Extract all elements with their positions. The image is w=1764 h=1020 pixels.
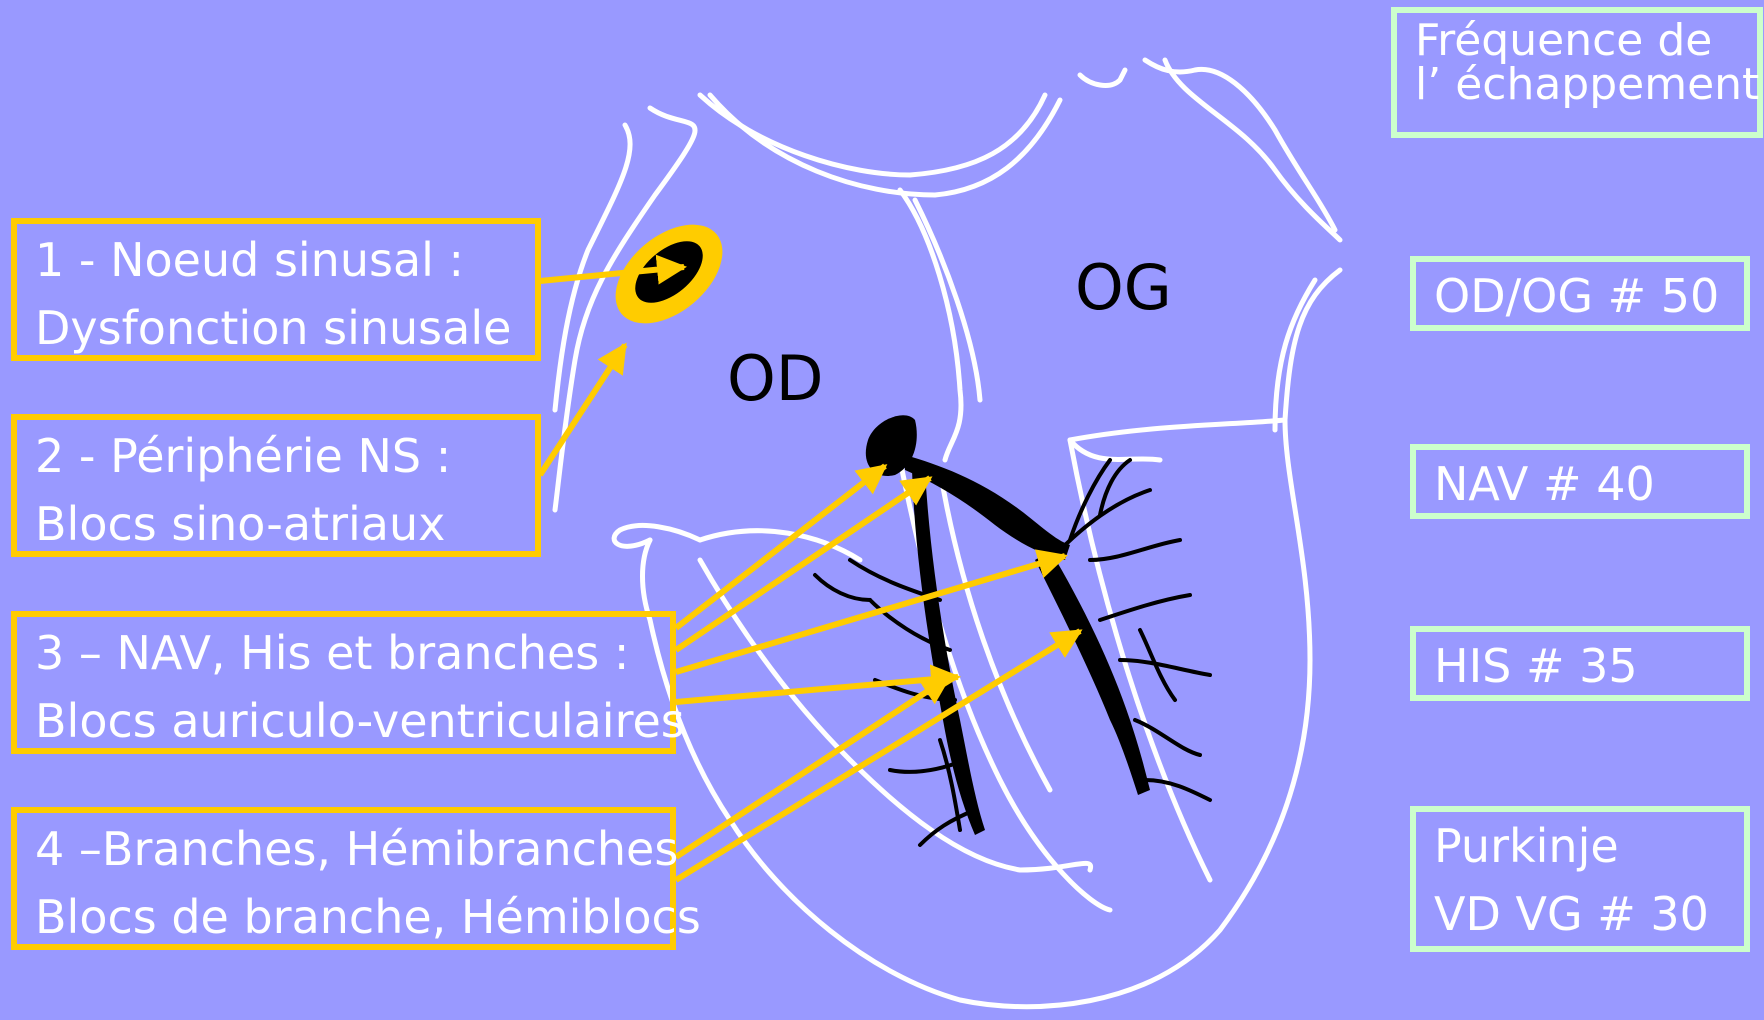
rate-box-atria: OD/OG # 50 xyxy=(1410,256,1750,331)
cause-2-title: 2 - Périphérie NS : xyxy=(35,422,535,490)
arrow-4a xyxy=(676,677,949,857)
rate-his: HIS # 35 xyxy=(1434,632,1744,700)
cause-box-av-node: 3 – NAV, His et branches : Blocs auricul… xyxy=(11,611,676,754)
label-og: OG xyxy=(1075,257,1172,319)
cause-2-detail: Blocs sino-atriaux xyxy=(35,490,535,558)
rate-atria: OD/OG # 50 xyxy=(1434,262,1744,330)
cause-4-detail: Blocs de branche, Hémiblocs xyxy=(35,883,670,951)
left-bundle xyxy=(1035,550,1150,795)
label-od: OD xyxy=(727,348,824,410)
cause-3-detail: Blocs auriculo-ventriculaires xyxy=(35,687,670,755)
rate-box-purkinje: Purkinje VD VG # 30 xyxy=(1410,806,1750,952)
arrow-3b xyxy=(676,478,930,650)
cause-4-title: 4 –Branches, Hémibranches xyxy=(35,815,670,883)
rate-av-node: NAV # 40 xyxy=(1434,450,1744,518)
cause-box-periphery: 2 - Périphérie NS : Blocs sino-atriaux xyxy=(11,414,541,557)
cause-box-branches: 4 –Branches, Hémibranches Blocs de branc… xyxy=(11,807,676,950)
rate-purkinje-value: VD VG # 30 xyxy=(1434,880,1744,948)
cause-1-title: 1 - Noeud sinusal : xyxy=(35,226,535,294)
cause-1-detail: Dysfonction sinusale xyxy=(35,294,535,362)
escape-rate-title-line1: Fréquence de xyxy=(1415,19,1757,63)
rate-purkinje-title: Purkinje xyxy=(1434,812,1744,880)
escape-rate-title-line2: l’ échappement xyxy=(1415,63,1757,107)
arrow-3a xyxy=(676,466,885,628)
cause-box-sinus-node: 1 - Noeud sinusal : Dysfonction sinusale xyxy=(11,218,541,361)
escape-rate-title-box: Fréquence de l’ échappement xyxy=(1391,7,1763,138)
arrow-4b xyxy=(676,631,1080,880)
rate-box-av-node: NAV # 40 xyxy=(1410,444,1750,519)
cause-3-title: 3 – NAV, His et branches : xyxy=(35,619,670,687)
rate-box-his: HIS # 35 xyxy=(1410,626,1750,701)
